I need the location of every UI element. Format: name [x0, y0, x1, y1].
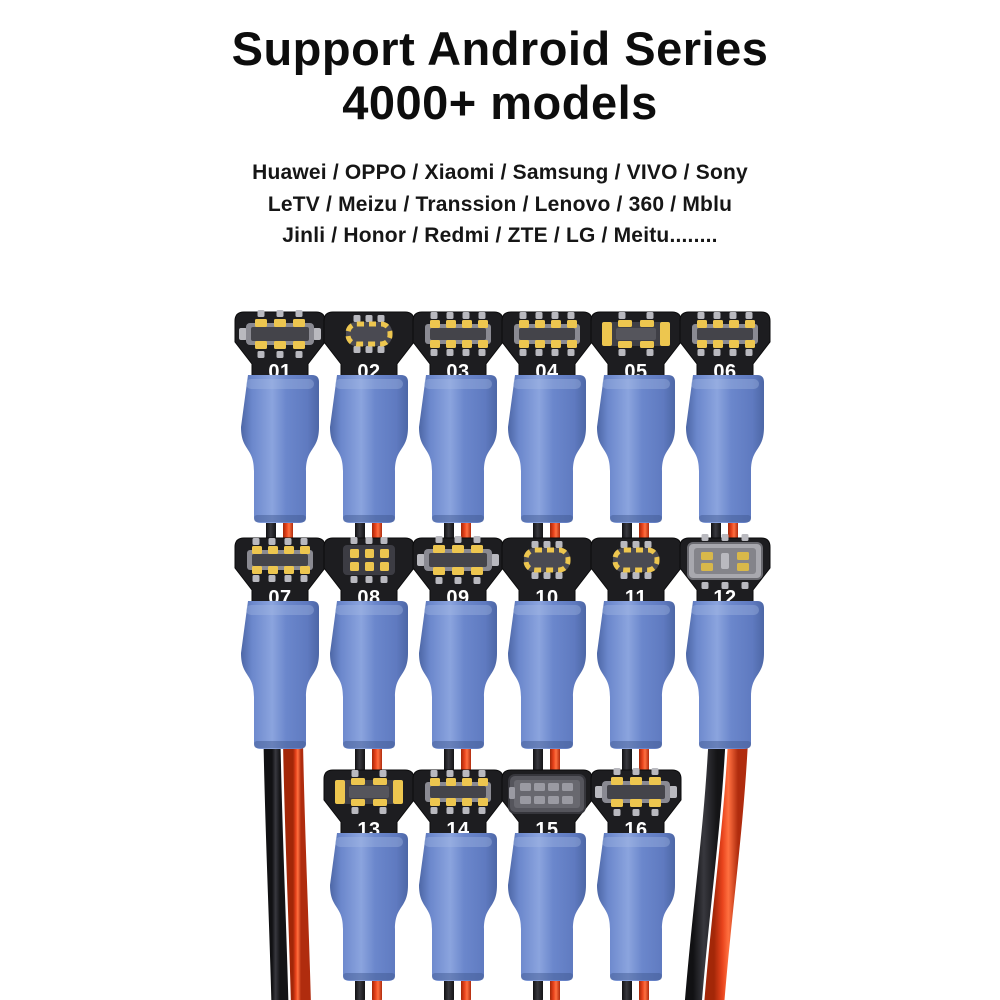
- sleeve-highlight: [335, 837, 403, 847]
- wire-black-tail: [684, 740, 726, 1000]
- connector-socket: [345, 315, 393, 353]
- sleeve-lip: [610, 741, 662, 748]
- connector-unit-06: 06: [679, 311, 771, 550]
- connector-socket: [612, 541, 660, 579]
- sleeve-highlight: [246, 379, 314, 389]
- connector-socket: [595, 768, 677, 816]
- sleeve-highlight: [513, 837, 581, 847]
- sleeve-highlight: [246, 605, 314, 615]
- connector-unit-16: 16: [590, 768, 682, 1000]
- brand-list: Huawei / OPPO / Xiaomi / Samsung / VIVO …: [0, 157, 1000, 252]
- sleeve-boot: [597, 375, 675, 523]
- sleeve-lip: [432, 741, 484, 748]
- connector-socket: [239, 310, 321, 358]
- sleeve-highlight: [602, 605, 670, 615]
- connector-unit-13: 13: [323, 769, 415, 1000]
- wire-pair: [355, 975, 382, 1000]
- connector-socket: [425, 312, 491, 356]
- connector-socket: [335, 770, 403, 814]
- connector-socket: [602, 312, 670, 356]
- sleeve-boot: [597, 833, 675, 981]
- wire-pair: [533, 975, 560, 1000]
- connector-unit-11: 11: [590, 537, 682, 782]
- sleeve-boot: [597, 601, 675, 749]
- brands-line3: Jinli / Honor / Redmi / ZTE / LG / Meitu…: [282, 224, 718, 248]
- sleeve-lip: [343, 741, 395, 748]
- connector-socket: [343, 537, 395, 583]
- connector-socket: [425, 770, 491, 814]
- sleeve-boot: [686, 375, 764, 523]
- connector-socket: [508, 774, 586, 814]
- connector-socket: [514, 312, 580, 356]
- sleeve-highlight: [424, 379, 492, 389]
- sleeve-boot: [419, 601, 497, 749]
- connector-socket: [417, 536, 499, 584]
- connector-unit-14: 14: [412, 769, 504, 1000]
- connector-unit-12: 12: [679, 534, 771, 1000]
- sleeve-highlight: [335, 605, 403, 615]
- sleeve-highlight: [691, 605, 759, 615]
- sleeve-lip: [699, 515, 751, 522]
- sleeve-lip: [432, 973, 484, 980]
- sleeve-lip: [254, 741, 306, 748]
- connector-unit-07: 07: [234, 537, 326, 1000]
- sleeve-lip: [699, 741, 751, 748]
- sleeve-highlight: [691, 379, 759, 389]
- connector-unit-05: 05: [590, 311, 682, 550]
- sleeve-boot: [241, 375, 319, 523]
- sleeve-highlight: [513, 379, 581, 389]
- sleeve-boot: [330, 375, 408, 523]
- wire-red-tail: [704, 740, 748, 1000]
- sleeve-lip: [610, 973, 662, 980]
- connector-unit-04: 04: [501, 311, 593, 550]
- wire-black-tail: [263, 740, 289, 1000]
- title-line1: Support Android Series: [231, 22, 769, 75]
- connector-unit-10: 10: [501, 537, 593, 782]
- sleeve-highlight: [513, 605, 581, 615]
- wire-pair: [622, 975, 649, 1000]
- sleeve-boot: [419, 833, 497, 981]
- sleeve-lip: [254, 515, 306, 522]
- sleeve-boot: [330, 833, 408, 981]
- sleeve-boot: [330, 601, 408, 749]
- connector-unit-01: 01: [234, 310, 326, 550]
- connector-socket: [523, 541, 571, 579]
- sleeve-lip: [610, 515, 662, 522]
- connector-unit-09: 09: [412, 536, 504, 782]
- connector-unit-02: 02: [323, 311, 415, 550]
- wire-pair: [444, 975, 471, 1000]
- connector-unit-15: 15: [501, 769, 593, 1000]
- wire-red-tail: [283, 740, 311, 1000]
- sleeve-boot: [508, 833, 586, 981]
- brands-line2: LeTV / Meizu / Transsion / Lenovo / 360 …: [267, 192, 733, 216]
- sleeve-lip: [343, 515, 395, 522]
- sleeve-highlight: [424, 837, 492, 847]
- sleeve-boot: [508, 375, 586, 523]
- connector-socket: [247, 538, 313, 582]
- sleeve-lip: [343, 973, 395, 980]
- sleeve-highlight: [602, 379, 670, 389]
- sleeve-highlight: [335, 379, 403, 389]
- brands-line1: Huawei / OPPO / Xiaomi / Samsung / VIVO …: [252, 161, 748, 185]
- connector-unit-08: 08: [323, 537, 415, 782]
- sleeve-boot: [241, 601, 319, 749]
- sleeve-highlight: [602, 837, 670, 847]
- sleeve-lip: [521, 973, 573, 980]
- connector-socket: [692, 312, 758, 356]
- title-line2: 4000+ models: [342, 75, 658, 129]
- sleeve-lip: [521, 741, 573, 748]
- connector-unit-03: 03: [412, 311, 504, 550]
- sleeve-lip: [432, 515, 484, 522]
- connector-socket: [687, 534, 763, 589]
- sleeve-highlight: [424, 605, 492, 615]
- sleeve-lip: [521, 515, 573, 522]
- sleeve-boot: [419, 375, 497, 523]
- sleeve-boot: [508, 601, 586, 749]
- sleeve-boot: [686, 601, 764, 749]
